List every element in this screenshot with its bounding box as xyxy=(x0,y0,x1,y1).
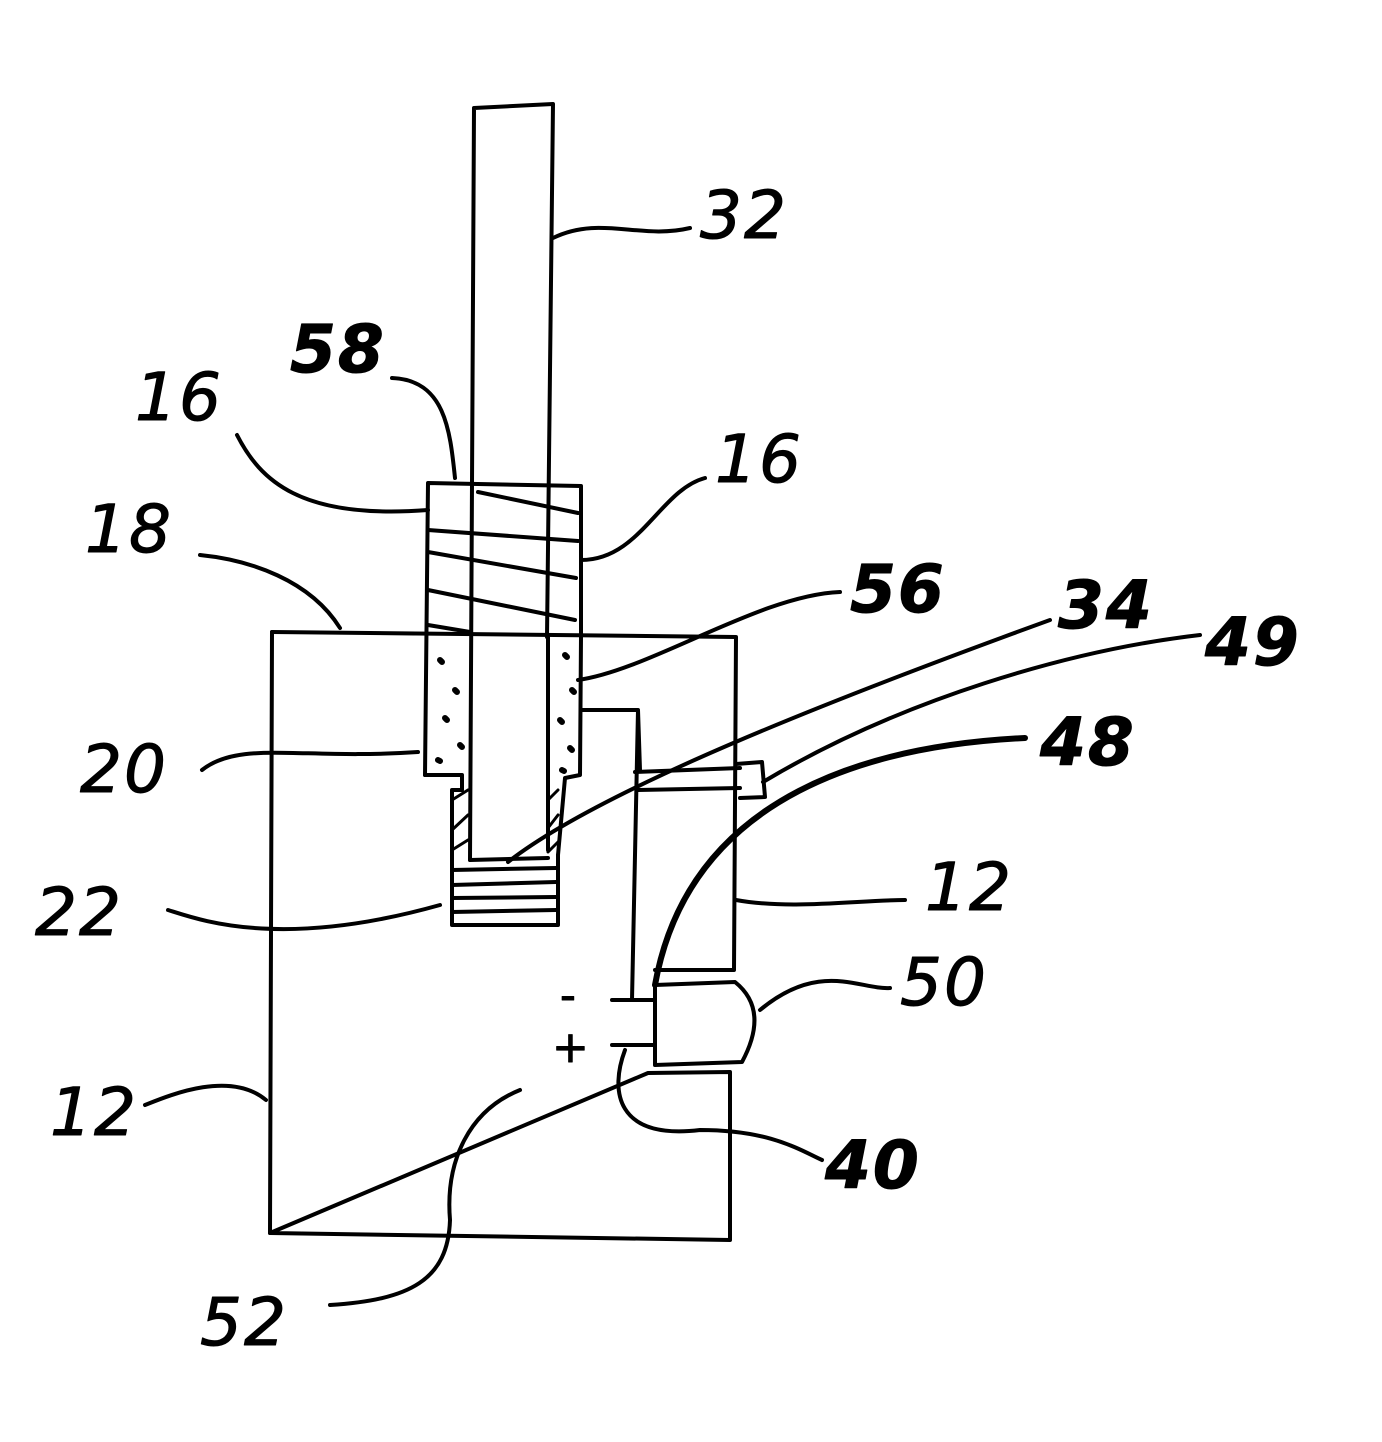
sleeve-stipple xyxy=(438,655,574,771)
label-cap-58: 58 xyxy=(290,311,386,388)
battery-terminals xyxy=(612,1000,655,1045)
rod xyxy=(470,104,553,860)
label-rod-32: 32 xyxy=(700,177,788,254)
battery xyxy=(655,982,754,1065)
label-base-22: 22 xyxy=(35,874,123,951)
label-cavity-52: 52 xyxy=(200,1284,288,1361)
label-wire-48: 48 xyxy=(1039,704,1136,781)
housing-left-wall xyxy=(270,632,272,1233)
label-chamber-20: 20 xyxy=(80,731,168,808)
label-battery-50: 50 xyxy=(900,944,988,1021)
conductor-strip xyxy=(581,710,640,1000)
label-cap-16-left: 16 xyxy=(135,359,223,436)
label-housing-12-left: 12 xyxy=(50,1074,138,1151)
cap-threads xyxy=(428,492,578,632)
label-sleeve-56: 56 xyxy=(850,551,946,628)
label-housing-18: 18 xyxy=(85,491,173,568)
label-cap-16-right: 16 xyxy=(715,421,803,498)
label-terminal-40: 40 xyxy=(824,1127,921,1204)
label-housing-12-right: 12 xyxy=(925,849,1013,926)
base-plug-hatching xyxy=(452,868,556,912)
label-tip-34: 34 xyxy=(1058,567,1154,644)
chamber-step xyxy=(425,775,558,925)
label-contact-49: 49 xyxy=(1204,604,1301,681)
negative-sign: - xyxy=(560,970,576,1021)
positive-sign: + xyxy=(552,1022,589,1073)
tip-hatching xyxy=(452,790,558,852)
